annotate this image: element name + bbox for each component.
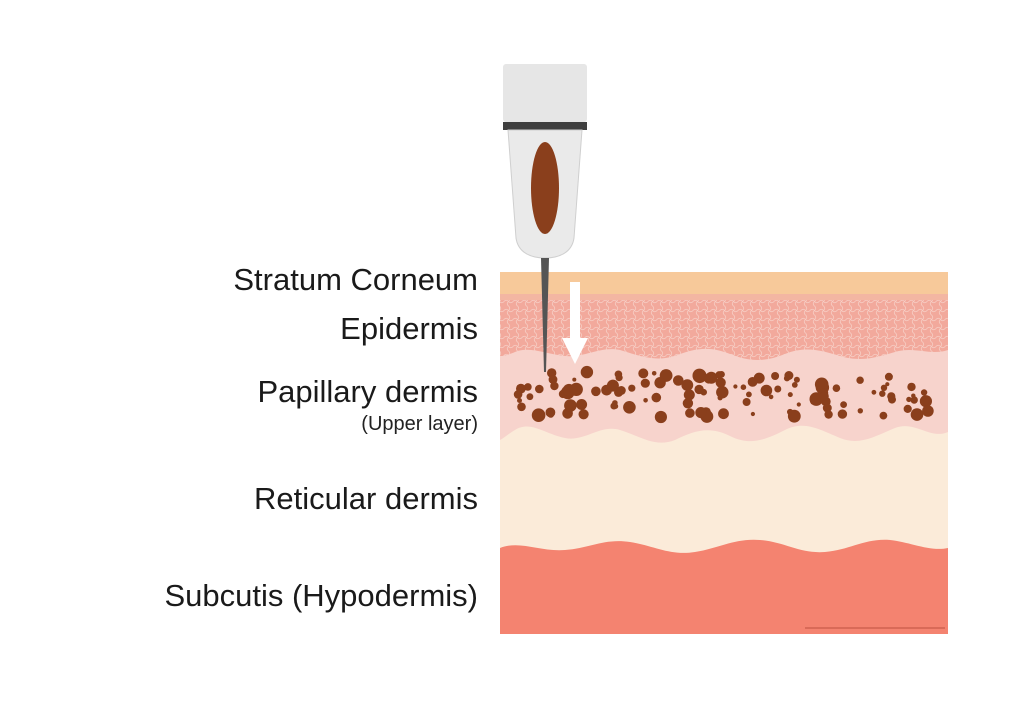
pigment-dot [704,374,713,384]
pigment-dot [547,411,554,418]
pigment-dot [610,402,618,410]
pigment-dot [615,374,623,382]
pigment-dot [623,401,636,414]
pigment-dot [572,377,577,382]
pigment-dot [695,407,707,419]
pigment-dot [787,392,793,398]
pigment-dot [783,375,791,382]
pigment-dot [569,382,583,396]
pigment-dot [771,372,780,380]
pigment-dot [651,371,657,376]
pigment-dot [923,399,929,406]
pigment-dot [787,409,801,423]
down-arrow-icon [562,282,588,364]
pigment-dot [685,408,695,418]
label-epidermis: Epidermis [340,311,478,346]
pigment-dot [742,398,751,406]
pigment-dot [747,377,758,387]
pigment-dot [651,392,662,403]
pigment-dot [692,368,707,383]
pigment-dot [513,390,523,399]
pigment-dot [767,387,772,393]
pigment-dot [903,404,912,413]
pigment-dot [654,377,666,389]
subcutis-line [805,627,945,629]
pigment-dot [531,408,546,423]
label-reticular-dermis: Reticular dermis [254,481,478,516]
pigment-dot [638,368,649,379]
epidermis-layer [500,298,948,360]
pigment-dot [694,384,704,395]
pigment-dot [607,387,613,393]
pigment-dot [906,396,912,403]
pigment-dot [750,411,756,417]
subcutis-layer [500,539,948,634]
label-papillary-dermis: Papillary dermis [257,374,478,409]
pigment-dot [907,382,916,392]
pigment-dot [796,402,801,407]
pigment-dot [884,372,893,381]
stratum-corneum-line [500,294,948,300]
pigment-dot [740,384,747,391]
pigment-dot [768,394,774,400]
pigment-dot [888,395,896,404]
pigment-dot [517,402,526,412]
label-stratum-corneum: Stratum Corneum [233,262,478,297]
pigment-dot [791,382,798,388]
pigment-dot [920,389,928,396]
pigment-dot [774,385,782,393]
pigment-dot [640,378,650,388]
pigment-dot [628,384,636,392]
pigment-dot [871,389,877,395]
pigment-dot [681,379,694,391]
pigment-dot [526,393,534,401]
pigment-dot [654,410,668,424]
pigment-dot [910,396,918,404]
pigment-dot [524,383,532,391]
pigment-dot [517,398,522,403]
pigment-dot [880,384,888,391]
pigment-dot [715,377,726,388]
pigment-dot [576,399,588,410]
pigment-particles [513,365,934,424]
pigment-dot [716,386,729,399]
pigment-dot [643,398,648,403]
pigment-dot [840,401,847,408]
pigment-dot [580,365,594,379]
pigment-dot [879,411,888,420]
pigment-dot [922,405,934,417]
pigment-dot [856,376,864,384]
pigment-dot [879,390,886,397]
pigment-dot [819,391,829,401]
label-papillary-note: (Upper layer) [361,413,478,435]
pigment-dot [824,410,833,419]
pigment-dot [718,408,729,420]
pigment-dot [715,371,723,379]
pigment-dot [837,409,848,419]
pigment-dot [535,384,544,394]
tattoo-needle-icon [503,64,587,372]
pigment-dot [793,376,800,383]
pigment-dot [673,375,684,386]
pigment-dot [578,409,589,420]
pigment-dot [822,403,832,413]
pigment-dot [832,384,841,393]
pigment-dot [683,389,695,401]
pigment-dot [591,386,601,397]
pigment-dot [564,399,577,412]
pigment-dot [910,408,924,421]
label-subcutis: Subcutis (Hypodermis) [164,578,478,613]
pigment-dot [550,381,559,391]
pigment-dot [857,408,863,414]
pigment-dot [885,382,890,387]
pigment-dot [746,391,752,398]
pigment-dot [616,386,626,395]
pigment-dot [733,384,738,389]
pigment-dot [682,398,694,409]
